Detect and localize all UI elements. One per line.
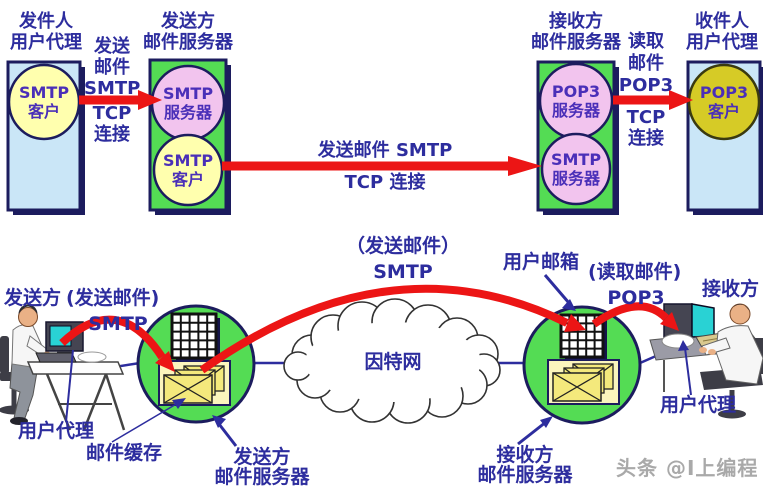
mail-envelopes-right <box>547 359 620 405</box>
right-mousepad <box>661 333 695 349</box>
smtp-label-left: SMTP <box>88 313 148 335</box>
mail-queue-grid-left <box>170 312 220 362</box>
recv-server-title: 接收方 邮件服务器 <box>531 11 621 53</box>
smtp-server-circle-2 <box>540 132 612 206</box>
send-server-title: 发送方 邮件服务器 <box>143 11 233 53</box>
smtp-server-label-1: SMTP 服务器 <box>162 84 214 122</box>
right-screen <box>691 303 715 338</box>
sender-label: 发送方 <box>4 287 62 309</box>
pop3-server-label: POP3 服务器 <box>551 82 601 120</box>
left-keyboard <box>35 352 77 363</box>
send-mail-note: 发送 邮件 SMTP <box>84 36 141 99</box>
internet-cloud <box>283 298 501 424</box>
pop3-label-mid: POP3 <box>607 287 665 309</box>
label-pointer-lines <box>65 274 692 447</box>
smtp-server-label-2: SMTP 服务器 <box>550 150 602 188</box>
smtp-client-label-2: SMTP 客户 <box>162 151 214 189</box>
main-arrow-label-tcp: TCP 连接 <box>344 172 426 193</box>
smtp-client-label-1: SMTP 客户 <box>18 83 70 121</box>
send-server-label-bottom: 发送方 邮件服务器 <box>214 446 310 488</box>
pop3-client-circle <box>687 63 761 141</box>
recipient-agent-title: 收件人 用户代理 <box>686 11 758 53</box>
smtp-label-mid: SMTP <box>373 261 433 283</box>
user-agent-label-right: 用户代理 <box>660 394 737 416</box>
recv-server-label-bottom: 接收方 邮件服务器 <box>477 444 573 486</box>
send-mail-paren-mid: （发送邮件） <box>345 235 460 257</box>
user-mailbox-label: 用户邮箱 <box>503 251 580 273</box>
read-mail-note: 读取 邮件 POP3 <box>618 31 674 96</box>
sender-agent-title: 发件人 用户代理 <box>10 11 82 53</box>
tcp-note-2: TCP 连接 <box>626 107 666 149</box>
internet-label: 因特网 <box>364 351 422 373</box>
smtp-pop3-arrows <box>59 90 693 374</box>
pop3-client-label: POP3 客户 <box>699 83 749 121</box>
mail-cache-label: 邮件缓存 <box>86 442 163 464</box>
watermark: 头条 @I上编程 <box>616 456 759 480</box>
main-arrow-label-smtp: 发送邮件 SMTP <box>317 140 453 161</box>
receiver-label: 接收方 <box>702 278 760 300</box>
send-mail-paren-left: (发送邮件) <box>66 287 160 309</box>
tcp-note: TCP 连接 <box>92 103 132 145</box>
read-mail-paren: (读取邮件) <box>588 261 682 283</box>
left-mousepad <box>77 351 107 363</box>
user-agent-label-left: 用户代理 <box>18 420 95 442</box>
